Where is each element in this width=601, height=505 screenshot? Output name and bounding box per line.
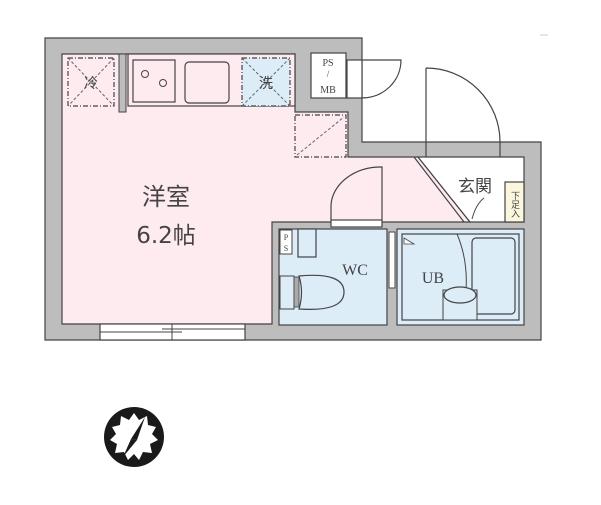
burner-icon <box>159 79 167 87</box>
toilet-bowl-icon <box>298 274 345 310</box>
toilet-tank-box <box>297 228 317 258</box>
unit-bath: UB <box>396 228 525 326</box>
svg-text:洋室: 洋室 <box>142 184 190 211</box>
shoe-box <box>504 181 525 223</box>
svg-text:S: S <box>284 244 288 253</box>
entrance-label: 玄関 <box>458 177 492 196</box>
fridge-label: 冷 <box>84 76 98 92</box>
washbasin-bowl <box>443 286 477 304</box>
closet <box>294 114 347 158</box>
washer-space: 洗 <box>241 57 291 107</box>
bath-label: UB <box>422 270 444 287</box>
ps-small <box>279 229 293 255</box>
wc-door <box>330 166 383 228</box>
window <box>99 323 246 341</box>
fridge-space: 冷 <box>67 57 115 107</box>
ps-mb: PS / MB <box>310 52 402 99</box>
svg-text:PS: PS <box>322 58 333 69</box>
sink <box>184 61 230 104</box>
entrance: 玄関 下足入 <box>413 156 525 223</box>
svg-text:6.2帖: 6.2帖 <box>136 223 196 249</box>
washer-label: 洗 <box>259 76 273 92</box>
svg-text:P: P <box>284 233 289 242</box>
toilet-room: P S WC <box>278 228 388 326</box>
compass-icon <box>104 407 164 467</box>
entrance-door <box>425 67 501 157</box>
bath-door <box>388 231 396 289</box>
svg-text:下足入: 下足入 <box>509 191 520 218</box>
burner-icon <box>141 70 149 78</box>
toilet-label: WC <box>342 262 368 279</box>
kitchen <box>132 59 230 104</box>
svg-text:MB: MB <box>320 85 336 96</box>
bathtub <box>471 237 516 315</box>
western-room-label: 洋室 6.2帖 <box>136 184 196 249</box>
svg-text:/: / <box>327 69 330 79</box>
